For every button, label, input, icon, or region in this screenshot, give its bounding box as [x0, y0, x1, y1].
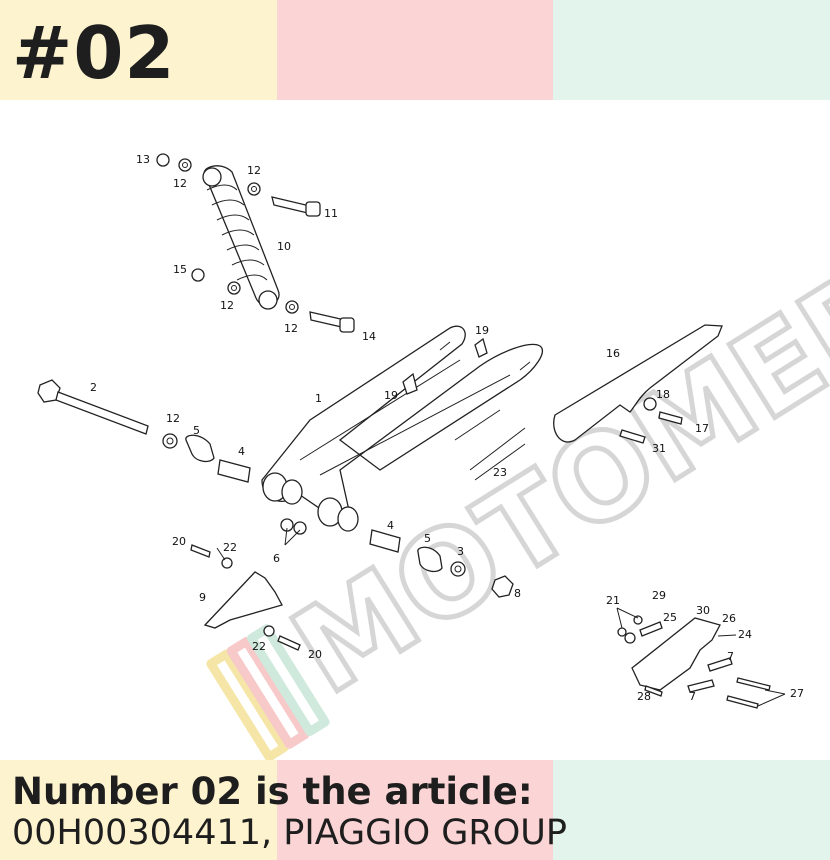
- callout-21: 21: [606, 594, 620, 607]
- upper-hardware: [156, 153, 355, 333]
- article-separator: ,: [261, 813, 284, 853]
- callout-18: 18: [656, 388, 670, 401]
- callout-12: 12: [284, 322, 298, 335]
- top-band-yellow: [0, 0, 277, 100]
- callout-2: 2: [90, 381, 97, 394]
- callout-4: 4: [238, 445, 245, 458]
- top-band-mint: [553, 0, 830, 100]
- callout-3: 3: [457, 545, 464, 558]
- callout-19: 19: [475, 324, 489, 337]
- article-reference: 00H00304411, PIAGGIO GROUP: [12, 812, 567, 854]
- callout-20: 20: [172, 535, 186, 548]
- article-caption: Number 02 is the article:: [12, 770, 533, 813]
- callout-8: 8: [514, 587, 521, 600]
- chain-slider: [190, 544, 301, 651]
- callout-30: 30: [696, 604, 710, 617]
- callout-12: 12: [220, 299, 234, 312]
- callout-13: 13: [136, 153, 150, 166]
- callout-labels: 13 12 12 11 10 15 12 12 14 2 12 5 4 1 19…: [90, 153, 804, 703]
- swingarm-axle-bolt: [37, 379, 251, 483]
- callout-1: 1: [315, 392, 322, 405]
- chain-slider-inset: [617, 615, 771, 709]
- top-band-pink: [277, 0, 553, 100]
- callout-11: 11: [324, 207, 338, 220]
- chain-guard: [553, 324, 723, 444]
- callout-4: 4: [387, 519, 394, 532]
- callout-17: 17: [695, 422, 709, 435]
- bottom-color-band: [0, 760, 830, 860]
- callout-12: 12: [247, 164, 261, 177]
- top-color-band: [0, 0, 830, 100]
- callout-9: 9: [199, 591, 206, 604]
- callout-29: 29: [652, 589, 666, 602]
- callout-5: 5: [193, 424, 200, 437]
- swingarm: [261, 325, 543, 532]
- article-code: 00H00304411: [12, 813, 261, 853]
- bottom-band-pink: [277, 760, 553, 860]
- lower-hardware: [280, 518, 514, 598]
- callout-28: 28: [637, 690, 651, 703]
- callout-7: 7: [727, 650, 734, 663]
- callout-19: 19: [384, 389, 398, 402]
- bottom-band-mint: [553, 760, 830, 860]
- leader-lines: [216, 527, 786, 707]
- callout-23: 23: [493, 466, 507, 479]
- callout-16: 16: [606, 347, 620, 360]
- callout-7: 7: [689, 690, 696, 703]
- callout-31: 31: [652, 442, 666, 455]
- callout-22: 22: [252, 640, 266, 653]
- callout-5: 5: [424, 532, 431, 545]
- callout-24: 24: [738, 628, 752, 641]
- callout-25: 25: [663, 611, 677, 624]
- callout-27: 27: [790, 687, 804, 700]
- part-number-badge: #02: [12, 11, 176, 95]
- shock-absorber: [202, 165, 280, 310]
- callout-10: 10: [277, 240, 291, 253]
- callout-22: 22: [223, 541, 237, 554]
- callout-20: 20: [308, 648, 322, 661]
- callout-12: 12: [173, 177, 187, 190]
- bottom-band-yellow: [0, 760, 277, 860]
- callout-12: 12: [166, 412, 180, 425]
- callout-15: 15: [173, 263, 187, 276]
- callout-6: 6: [273, 552, 280, 565]
- callout-14: 14: [362, 330, 376, 343]
- callout-26: 26: [722, 612, 736, 625]
- manufacturer-name: PIAGGIO GROUP: [283, 813, 567, 853]
- exploded-parts-diagram: MOTOMERCIA: [37, 119, 830, 760]
